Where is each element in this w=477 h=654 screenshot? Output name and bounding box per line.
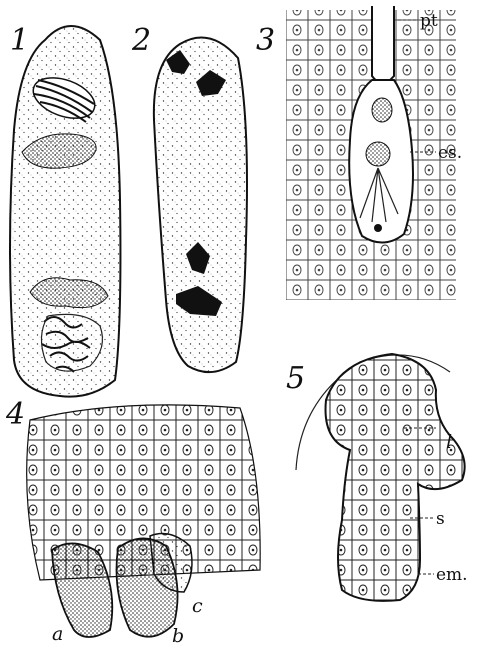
figure-5-label-s: s [436, 509, 445, 529]
figure-5-label-l: l [446, 431, 452, 453]
figure-3: pt es. 3 [256, 6, 462, 300]
figure-3-pollen-tube [372, 6, 394, 83]
figure-4: a b c 4 [5, 397, 260, 647]
figure-3-number: 3 [256, 23, 275, 58]
figure-4-label-c: c [192, 595, 203, 617]
figure-4-label-b: b [172, 625, 184, 647]
figure-5: l s em. 5 [286, 354, 468, 601]
figure-5-number: 5 [286, 361, 305, 396]
figure-1: 1 [10, 23, 120, 397]
figure-4-label-a: a [52, 623, 63, 645]
figure-2: 2 [131, 23, 247, 372]
figure-5-embryo [326, 354, 465, 601]
figure-1-number: 1 [10, 23, 29, 58]
figure-3-label-pt: pt [420, 11, 438, 31]
figure-2-number: 2 [131, 23, 151, 58]
figure-3-label-es: es. [438, 143, 462, 163]
figure-5-label-em: em. [436, 565, 468, 585]
figure-4-number: 4 [5, 397, 25, 432]
